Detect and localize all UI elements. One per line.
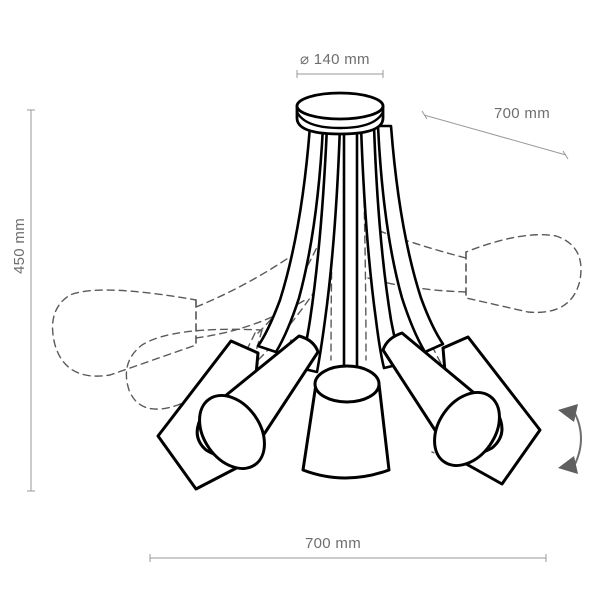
width-dimension-line	[149, 554, 547, 562]
arm-far-right	[376, 124, 445, 354]
ghost-arm-far-left	[195, 249, 301, 308]
shade-right-main-rim	[433, 391, 501, 467]
height-dimension-line	[27, 109, 35, 492]
arm-left-inner	[298, 124, 342, 374]
width-dimension-label: 700 mm	[305, 535, 361, 552]
ghost-shade-far-right	[465, 234, 582, 314]
ghost-shade-far-left	[51, 289, 197, 377]
depth-dimension-line	[421, 110, 569, 160]
dimension-lines	[27, 70, 569, 562]
rotation-arrow-head-top	[558, 404, 578, 422]
height-dimension-label: 450 mm	[11, 218, 28, 274]
shade-center-body	[301, 382, 391, 480]
shade-left-main-rim	[198, 394, 266, 470]
ghost-shade-mid-left	[125, 328, 263, 410]
diameter-dimension-label: ⌀ 140 mm	[300, 51, 370, 68]
canopy-front-edge	[295, 111, 385, 130]
depth-dimension-label: 700 mm	[494, 105, 550, 122]
arm-center	[342, 124, 359, 394]
diameter-dimension-line	[296, 70, 384, 78]
shade-left-main	[195, 334, 320, 470]
shade-center	[301, 364, 391, 480]
shade-right-main	[381, 331, 504, 467]
ghost-arm-far-right	[371, 227, 467, 259]
lamp-shades	[156, 331, 542, 491]
canopy-top-ellipse	[295, 91, 385, 121]
arm-far-left	[256, 124, 325, 354]
rotation-arrow	[558, 404, 582, 474]
shade-center-top-rim	[313, 364, 381, 404]
rotation-arrow-head-bottom	[558, 456, 578, 474]
ghost-arm-far-left-b	[195, 299, 306, 339]
canopy	[295, 91, 385, 136]
